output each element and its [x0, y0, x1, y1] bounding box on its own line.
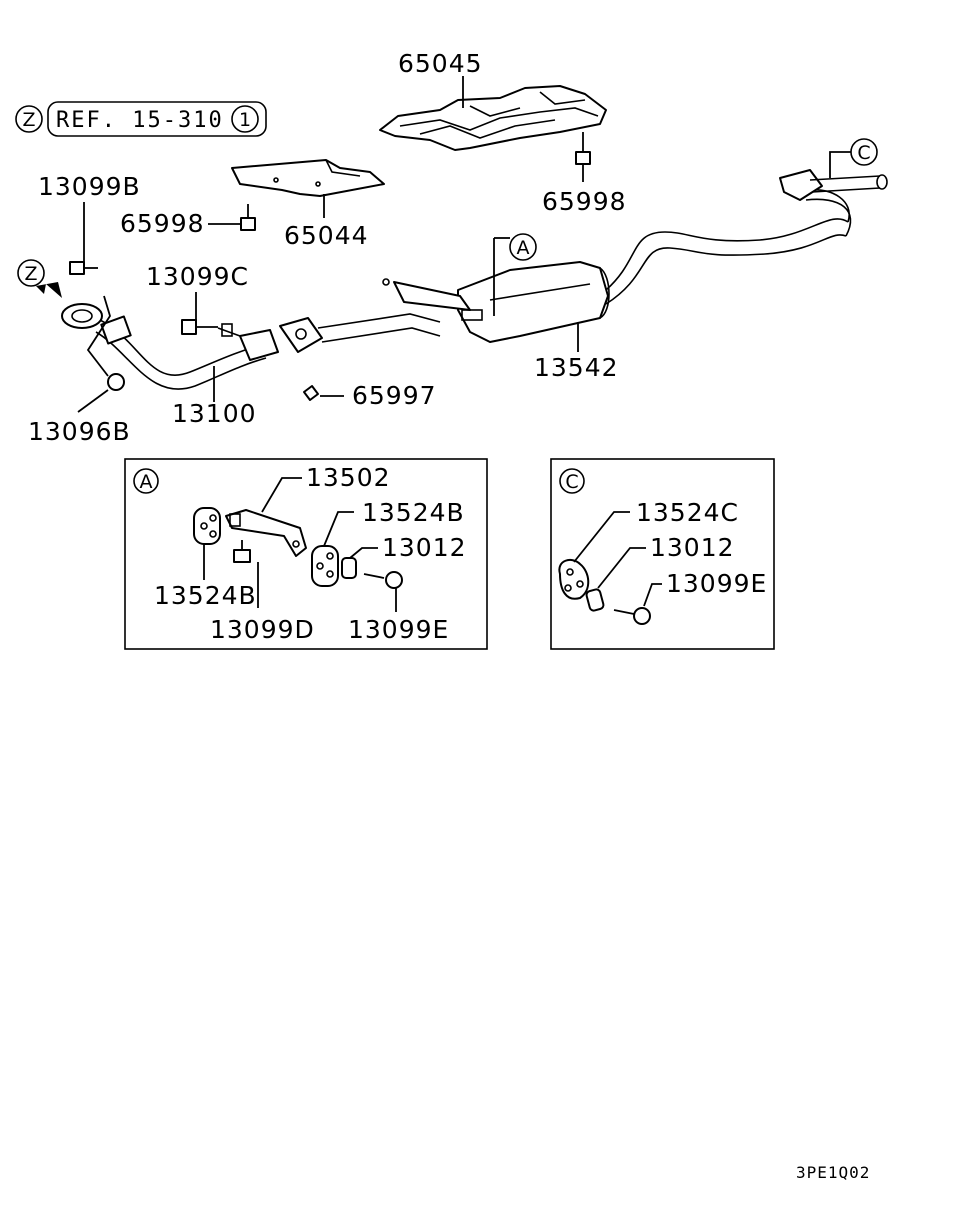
- label-65045: 65045: [398, 49, 483, 78]
- detail-a-hanger-right[interactable]: [311, 545, 339, 587]
- label-detail-a-13099d: 13099D: [210, 615, 315, 644]
- bolt-65998-front[interactable]: [240, 204, 256, 231]
- detail-a-bolt-e[interactable]: [363, 571, 403, 589]
- clip-65997[interactable]: [303, 385, 319, 401]
- direction-arrow-icon: [36, 282, 62, 298]
- label-detail-c-13012: 13012: [650, 533, 735, 562]
- label-65997: 65997: [352, 381, 437, 410]
- detail-c-label: C: [565, 471, 578, 493]
- diagram-code: 3PE1Q02: [796, 1163, 870, 1182]
- label-13096b: 13096B: [28, 417, 131, 446]
- reference-index: 1: [239, 109, 251, 131]
- label-detail-a-13524b-right: 13524B: [362, 498, 465, 527]
- front-pipe[interactable]: [61, 303, 279, 390]
- label-detail-a-13012: 13012: [382, 533, 467, 562]
- detail-a-collar[interactable]: [341, 557, 357, 579]
- label-detail-a-13502: 13502: [306, 463, 391, 492]
- detail-a-bracket[interactable]: [225, 509, 307, 557]
- reference-zone-letter: Z: [22, 109, 35, 131]
- bolt-65998-upper[interactable]: [575, 132, 591, 182]
- detail-c-hanger[interactable]: [558, 558, 590, 600]
- callout-a[interactable]: A: [509, 233, 537, 261]
- detail-a-hanger-left[interactable]: [193, 507, 221, 545]
- label-65044: 65044: [284, 221, 369, 250]
- svg-text:C: C: [857, 142, 870, 164]
- bolt-13099c[interactable]: [181, 319, 218, 335]
- bolt-13099b[interactable]: [69, 261, 98, 275]
- label-65998-front: 65998: [120, 209, 205, 238]
- label-13099c: 13099C: [146, 262, 249, 291]
- label-detail-c-13524c: 13524C: [636, 498, 739, 527]
- detail-c-collar[interactable]: [585, 588, 605, 612]
- reference-tag[interactable]: Z REF. 15-310 1: [15, 101, 267, 137]
- direction-marker[interactable]: Z: [17, 259, 62, 298]
- reference-text: REF. 15-310: [56, 108, 224, 133]
- label-13099b: 13099B: [38, 172, 141, 201]
- label-detail-a-13099e: 13099E: [348, 615, 449, 644]
- label-detail-a-13524b-left: 13524B: [154, 581, 257, 610]
- label-13542: 13542: [534, 353, 619, 382]
- detail-c-box: C: [550, 458, 775, 650]
- heat-protector-upper[interactable]: [379, 85, 607, 151]
- label-detail-c-13099e: 13099E: [666, 569, 767, 598]
- direction-marker-letter: Z: [24, 263, 37, 285]
- detail-a-box: A: [124, 458, 488, 650]
- label-65998-upper: 65998: [542, 187, 627, 216]
- svg-text:A: A: [517, 237, 530, 259]
- callout-c[interactable]: C: [850, 138, 878, 166]
- nut-13096b[interactable]: [107, 373, 125, 391]
- heat-protector-front[interactable]: [231, 159, 385, 197]
- detail-a-bolt-d[interactable]: [233, 540, 251, 563]
- center-pipe[interactable]: [279, 313, 441, 353]
- label-13100: 13100: [172, 399, 257, 428]
- main-muffler[interactable]: [382, 169, 888, 343]
- detail-c-bolt-e[interactable]: [613, 607, 651, 625]
- detail-a-label: A: [140, 471, 153, 493]
